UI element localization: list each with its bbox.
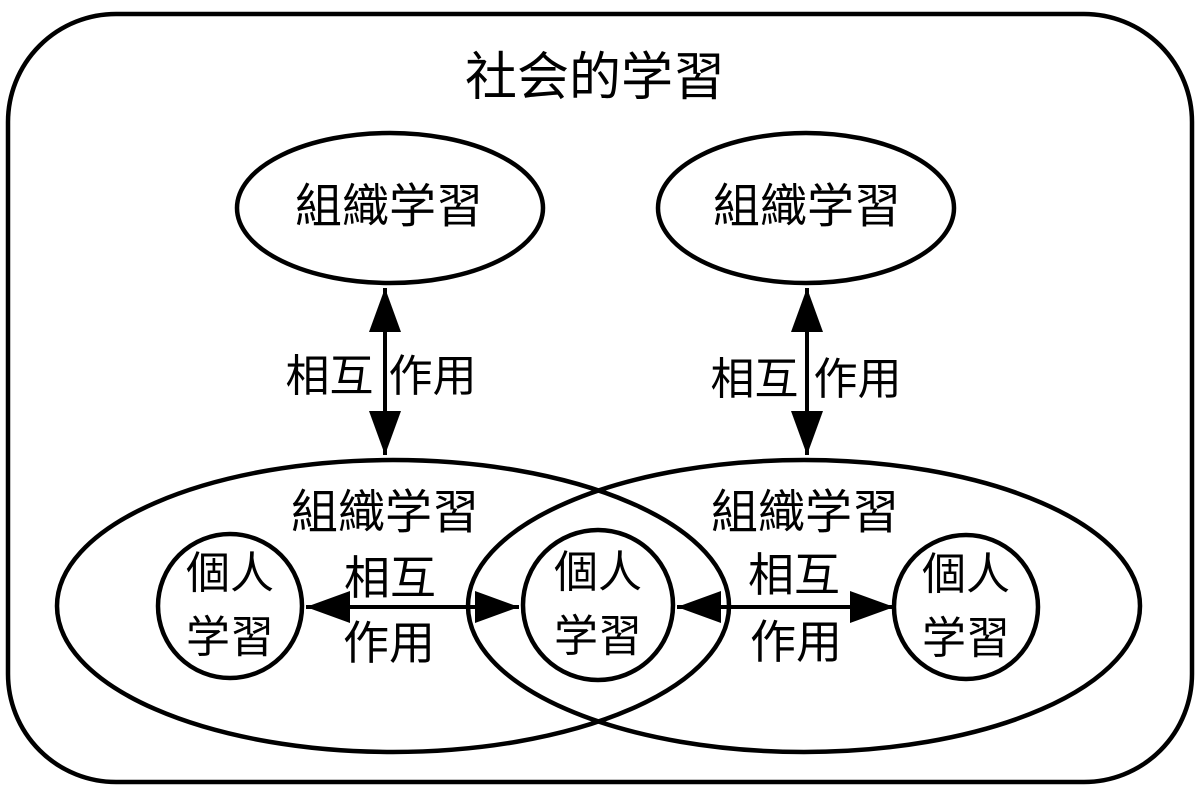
bottom-left-org-label: 組織学習 <box>291 485 479 539</box>
individual-label-line: 学習 <box>922 614 1010 663</box>
individual-circle-left-label: 個人 学習 <box>186 542 274 670</box>
bottom-right-org-label: 組織学習 <box>711 485 899 539</box>
top-left-org-label: 組織学習 <box>295 179 483 233</box>
top-left-org-ellipse <box>234 130 546 286</box>
individual-circle-middle <box>520 527 676 683</box>
horizontal-interaction-label-left-top: 相互 <box>344 552 436 604</box>
horizontal-interaction-label-right-bottom: 作用 <box>750 616 842 668</box>
horizontal-interaction-label-right-top: 相互 <box>748 549 840 601</box>
individual-circle-right-label: 個人 学習 <box>922 543 1010 671</box>
outer-boundary <box>5 11 1195 785</box>
individual-label-line: 個人 <box>922 550 1010 599</box>
top-right-org-label: 組織学習 <box>713 179 901 233</box>
vertical-interaction-label-left: 相互 作用 <box>286 355 477 399</box>
individual-circle-middle-label: 個人 学習 <box>554 541 642 669</box>
individual-label-line: 学習 <box>186 613 274 662</box>
individual-label-line: 学習 <box>554 612 642 661</box>
horizontal-interaction-label-left-bottom: 作用 <box>343 617 435 669</box>
interaction-label-part: 作用 <box>388 352 477 401</box>
diagram-title: 社会的学習 <box>464 49 726 107</box>
individual-circle-left <box>155 531 305 681</box>
interaction-label-part: 相互 <box>285 352 374 401</box>
vertical-interaction-label-right: 相互 作用 <box>711 358 902 402</box>
top-right-org-ellipse <box>655 130 957 286</box>
interaction-label-part: 相互 <box>710 355 799 404</box>
interaction-label-part: 作用 <box>813 355 902 404</box>
individual-label-line: 個人 <box>186 549 274 598</box>
individual-label-line: 個人 <box>554 548 642 597</box>
